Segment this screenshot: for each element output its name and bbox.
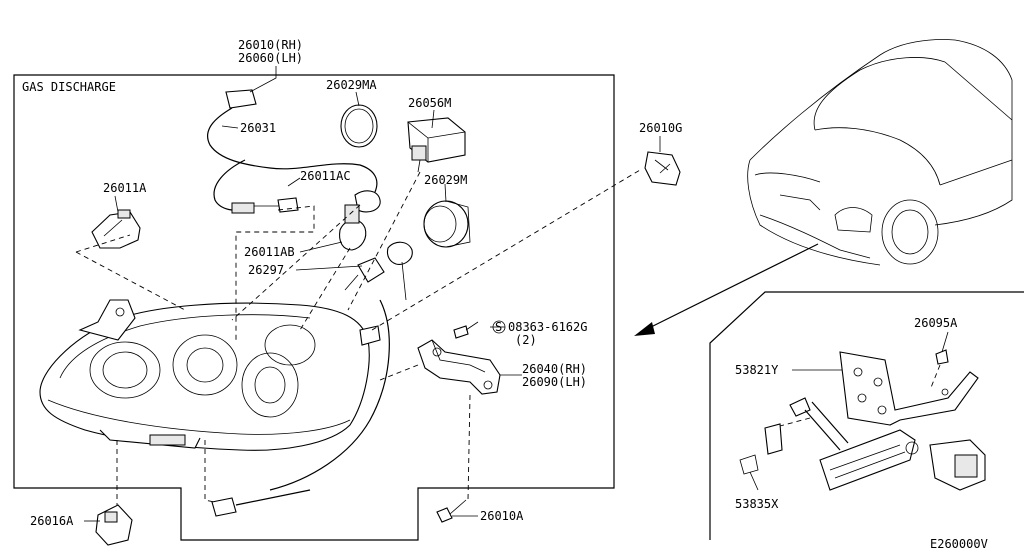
wire-harness bbox=[207, 89, 381, 214]
label-53835x: 53835X bbox=[735, 497, 779, 511]
bulb-26011ab bbox=[339, 204, 367, 251]
pointer-arrow bbox=[634, 243, 819, 336]
screw-08363 bbox=[453, 320, 506, 339]
label-53821y: 53821Y bbox=[735, 363, 779, 377]
cap-26010g bbox=[644, 151, 681, 186]
socket-26297 bbox=[344, 241, 413, 301]
section-title: GAS DISCHARGE bbox=[22, 80, 116, 94]
main-frame bbox=[13, 74, 615, 541]
label-26010-rh: 26010(RH) bbox=[238, 38, 303, 52]
bulb-26011a bbox=[91, 209, 141, 249]
reference-lines bbox=[75, 169, 941, 505]
label-26010a: 26010A bbox=[480, 509, 524, 523]
inset-frame bbox=[709, 291, 1024, 540]
label-26011ac: 26011AC bbox=[300, 169, 351, 183]
ring-26029m bbox=[423, 200, 471, 248]
label-26297: 26297 bbox=[248, 263, 284, 277]
label-26095a: 26095A bbox=[914, 316, 958, 330]
bolt-26010a bbox=[436, 499, 467, 523]
car-illustration bbox=[747, 39, 1013, 266]
label-26011ab: 26011AB bbox=[244, 245, 295, 259]
label-26090-lh: 26090(LH) bbox=[522, 375, 587, 389]
label-26060-lh: 26060(LH) bbox=[238, 51, 303, 65]
label-26031: 26031 bbox=[240, 121, 276, 135]
label-26010g: 26010G bbox=[639, 121, 682, 135]
diagram-code: E260000V bbox=[930, 537, 988, 551]
leveling-sensor bbox=[739, 349, 986, 491]
label-08363-qty: (2) bbox=[515, 333, 537, 347]
part-26016a bbox=[95, 504, 133, 546]
label-26029ma: 26029MA bbox=[326, 78, 377, 92]
ring-26029ma bbox=[340, 104, 378, 148]
label-26011a: 26011A bbox=[103, 181, 147, 195]
label-08363-6162g: 08363-6162G bbox=[508, 320, 587, 334]
label-26029m: 26029M bbox=[424, 173, 467, 187]
headlamp-assembly bbox=[39, 299, 381, 451]
label-s-symbol: S bbox=[495, 320, 502, 334]
igniter-26056m bbox=[407, 117, 466, 173]
leader-lines bbox=[84, 66, 949, 522]
label-26016a: 26016A bbox=[30, 514, 74, 528]
bracket-26040-26090 bbox=[417, 339, 501, 395]
lower-connector bbox=[211, 299, 390, 517]
label-26056m: 26056M bbox=[408, 96, 451, 110]
label-26040-rh: 26040(RH) bbox=[522, 362, 587, 376]
